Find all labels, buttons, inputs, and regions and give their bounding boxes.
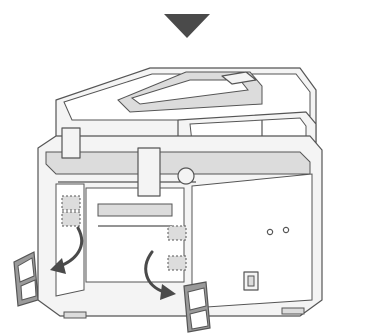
printer-body bbox=[38, 68, 322, 318]
foot bbox=[282, 308, 304, 314]
tape-strip bbox=[62, 196, 80, 210]
left-hinge bbox=[62, 128, 80, 158]
foot bbox=[64, 312, 86, 318]
rear-ledge bbox=[46, 152, 310, 174]
tape-strip bbox=[168, 256, 186, 270]
removed-tape-left bbox=[14, 252, 38, 306]
tape-strip bbox=[168, 226, 186, 240]
power-socket-inner bbox=[248, 276, 254, 286]
paper-exit-slot bbox=[98, 204, 172, 216]
removed-tape-right bbox=[184, 282, 210, 332]
down-arrow-icon bbox=[164, 14, 210, 38]
right-hinge bbox=[138, 148, 160, 196]
hinge-knob bbox=[178, 168, 194, 184]
tape-strip bbox=[62, 212, 80, 226]
